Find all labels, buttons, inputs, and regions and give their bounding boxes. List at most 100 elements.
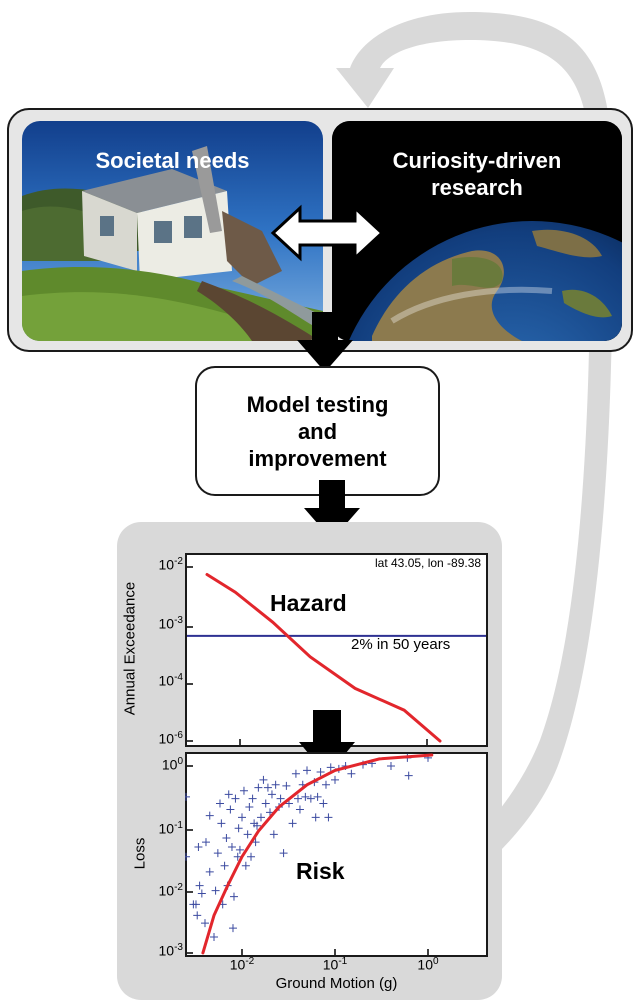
scatter-point [222, 833, 231, 842]
scatter-point [227, 843, 236, 852]
scatter-point [224, 790, 233, 799]
tick-exponent: 0 [177, 756, 183, 767]
scatter-point [259, 775, 268, 784]
scatter-point [243, 830, 252, 839]
scatter-point [301, 792, 310, 801]
scatter-point [201, 838, 210, 847]
scatter-point [319, 799, 328, 808]
down-arrow-icon [297, 312, 353, 372]
tick-base: 10 [322, 956, 339, 973]
tick-exponent: 0 [433, 956, 439, 967]
risk-y-tick-label: 10-1 [143, 820, 183, 837]
societal-needs-photo: Societal needs [22, 121, 323, 341]
scatter-point [326, 763, 335, 772]
risk-x-tick-label: 100 [408, 956, 448, 973]
scatter-point [220, 861, 229, 870]
hazard-y-tick-label: 10-3 [143, 615, 183, 632]
scatter-point [288, 819, 297, 828]
scatter-point [263, 783, 272, 792]
tick-base: 10 [417, 956, 433, 973]
tick-base: 10 [158, 672, 175, 689]
scatter-point [267, 790, 276, 799]
scatter-point [282, 781, 291, 790]
risk-x-tick-label: 10-1 [315, 956, 355, 973]
tick-exponent: -4 [174, 672, 183, 683]
hazard-y-tick-label: 10-4 [143, 672, 183, 689]
scatter-point [239, 786, 248, 795]
scatter-point [404, 771, 413, 780]
tick-base: 10 [161, 756, 178, 773]
scatter-point [293, 794, 302, 803]
scatter-point [276, 794, 285, 803]
threshold-label: 2% in 50 years [351, 636, 451, 653]
tick-exponent: -1 [174, 820, 183, 831]
scatter-point [253, 821, 262, 830]
scatter-point [321, 780, 330, 789]
scatter-point [185, 792, 191, 801]
scatter-point [211, 886, 220, 895]
scatter-point [205, 867, 214, 876]
hazard-y-tick-label: 10-2 [143, 556, 183, 573]
scatter-point [234, 824, 243, 833]
tick-exponent: -2 [245, 956, 255, 967]
risk-title: Risk [296, 858, 345, 884]
scatter-point [241, 861, 250, 870]
scatter-point [205, 811, 214, 820]
scatter-point [295, 805, 304, 814]
scatter-point [191, 900, 200, 909]
risk-x-tick-label: 10-2 [222, 956, 262, 973]
scatter-point [238, 813, 246, 822]
down-arrow-icon [299, 710, 355, 776]
scatter-point [324, 813, 333, 822]
risk-plot-frame [185, 752, 488, 957]
double-arrow-icon [270, 204, 385, 262]
risk-y-tick-label: 10-3 [143, 942, 183, 959]
risk-fit-curve [201, 753, 434, 955]
scatter-point [271, 780, 280, 789]
tick-base: 10 [158, 730, 175, 747]
scatter-point [248, 794, 257, 803]
collapsed-house-illustration [22, 121, 323, 341]
scatter-point [247, 852, 256, 861]
scatter-point [306, 794, 315, 803]
tick-exponent: -2 [174, 556, 183, 567]
risk-y-tick-label: 100 [143, 756, 183, 773]
tick-exponent: -3 [174, 942, 183, 953]
hazard-title: Hazard [270, 590, 347, 616]
scatter-point [291, 769, 300, 778]
scatter-point [226, 805, 235, 814]
scatter-point [245, 802, 254, 811]
tick-exponent: -2 [174, 882, 183, 893]
scatter-point [331, 775, 339, 784]
tick-base: 10 [158, 820, 175, 837]
down-arrow-icon [304, 480, 360, 540]
scatter-point [215, 799, 224, 808]
tick-base: 10 [158, 615, 175, 632]
scatter-point [195, 881, 204, 890]
location-label: lat 43.05, lon -89.38 [375, 556, 482, 570]
scatter-point [200, 919, 209, 928]
hazard-y-tick-label: 10-6 [143, 730, 183, 747]
scatter-point [213, 849, 222, 858]
scatter-point [228, 924, 237, 933]
scatter-point [254, 783, 263, 792]
scatter-point [197, 889, 206, 898]
scatter-point [386, 762, 395, 770]
curiosity-research-title: Curiosity-driven research [392, 148, 562, 200]
hazard-chart [187, 566, 486, 745]
scatter-point [256, 813, 265, 822]
scatter-point [235, 845, 244, 854]
scatter-point [311, 813, 320, 822]
tick-exponent: -3 [174, 615, 183, 626]
risk-chart [185, 753, 434, 955]
scatter-point [217, 819, 226, 828]
hazard-curve [205, 573, 442, 743]
scatter-point [261, 799, 270, 808]
tick-base: 10 [158, 882, 175, 899]
scatter-point [269, 830, 278, 839]
tick-exponent: -6 [174, 730, 183, 741]
scatter-point [193, 911, 202, 920]
tick-base: 10 [158, 556, 175, 573]
tick-base: 10 [158, 942, 175, 959]
societal-needs-title: Societal needs [95, 148, 250, 173]
